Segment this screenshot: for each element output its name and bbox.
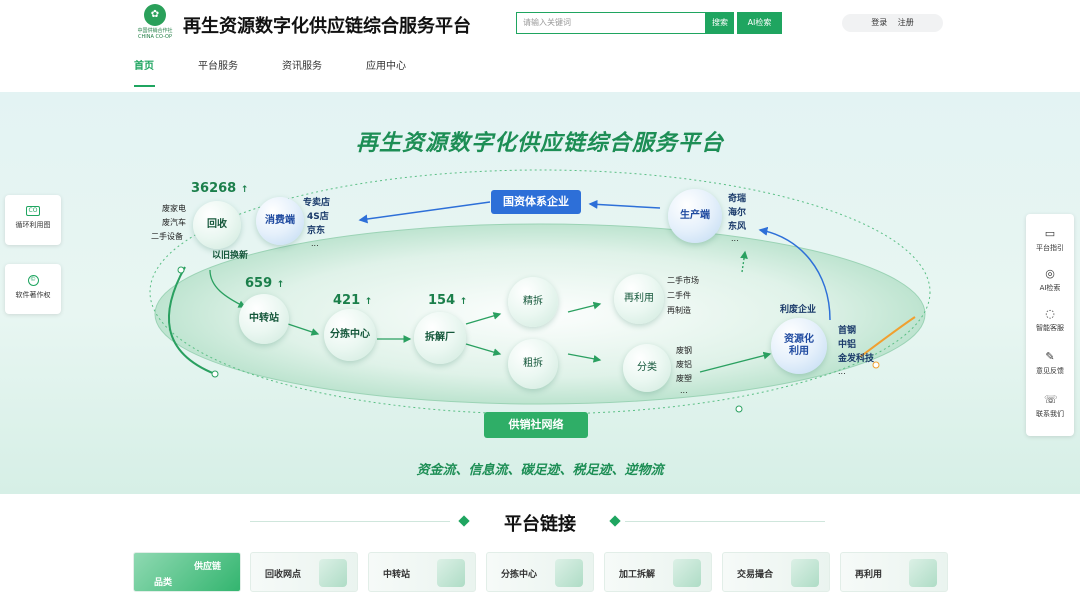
chat-icon: ◌ (1045, 307, 1055, 320)
recycle-source-2: 废汽车 (162, 218, 186, 227)
recycle-point-icon (319, 559, 347, 587)
sorting-center-bubble[interactable]: 分拣中心 (324, 309, 376, 361)
resource-utilization-bubble[interactable]: 资源化利用 (771, 318, 827, 374)
trade-icon (791, 559, 819, 587)
recycle-stat: 36268 ↑ (191, 181, 249, 196)
state-owned-enterprise-pill: 国资体系企业 (491, 190, 581, 214)
link-card-processing[interactable]: 加工拆解 (604, 552, 712, 592)
fine-dismantle-bubble[interactable]: 精拆 (508, 277, 558, 327)
section-divider-left (250, 521, 450, 522)
edit-icon: ✎ (1045, 350, 1055, 363)
scrap-type-3: 废塑 (676, 374, 692, 383)
feedback-button[interactable]: ✎ 意见反馈 (1036, 350, 1064, 376)
nav-home[interactable]: 首页 (134, 61, 154, 72)
platform-guide-button[interactable]: ▭ 平台指引 (1036, 227, 1064, 253)
utilization-company-1: 首钢 (838, 326, 857, 336)
link-card-reuse[interactable]: 再利用 (840, 552, 948, 592)
sorting-stat: 421 ↑ (333, 293, 373, 308)
contact-us-button[interactable]: ☏ 联系我们 (1036, 393, 1064, 419)
producer-1: 奇瑞 (728, 194, 747, 204)
consumer-channel-2: 4S店 (307, 212, 329, 222)
second-hand-3: 再制造 (667, 306, 691, 315)
ai-search-side-button[interactable]: ◎ AI检索 (1039, 267, 1061, 293)
producer-2: 海尔 (728, 208, 747, 218)
section-divider-right (625, 521, 825, 522)
auth-box: 登录 注册 (842, 14, 943, 32)
building-icon (437, 559, 465, 587)
scrap-type-1: 废钢 (676, 346, 692, 355)
circular-utilization-button[interactable]: CO 循环利用图 (5, 195, 61, 245)
link-card-transfer-station[interactable]: 中转站 (368, 552, 476, 592)
logo-text: 中国供销合作社 CHINA CO-OP (137, 28, 173, 40)
consumer-bubble[interactable]: 消费端 (256, 197, 304, 245)
reuse-bubble[interactable]: 再利用 (614, 274, 664, 324)
transfer-station-bubble[interactable]: 中转站 (239, 294, 289, 344)
hero-title: 再生资源数字化供应链综合服务平台 (355, 131, 724, 156)
recycle-source-1: 废家电 (162, 204, 186, 213)
dismantle-stat: 154 ↑ (428, 293, 468, 308)
smart-service-button[interactable]: ◌ 智能客服 (1036, 307, 1064, 333)
co-op-network-pill: 供销社网络 (484, 412, 588, 438)
hero-banner: 再生资源数字化供应链综合服务平台 国资体系企业 供销社网络 36268 ↑ 65… (0, 92, 1080, 494)
link-card-trade-matching[interactable]: 交易撮合 (722, 552, 830, 592)
rough-dismantle-bubble[interactable]: 粗拆 (508, 339, 558, 389)
search-input[interactable]: 请输入关键词 (516, 12, 706, 34)
factory-icon (555, 559, 583, 587)
producer-bubble[interactable]: 生产端 (668, 189, 722, 243)
reuse-icon (909, 559, 937, 587)
ai-icon: ◎ (1045, 267, 1055, 280)
consumer-channel-3: 京东 (307, 226, 326, 236)
consumer-channel-more: ... (311, 239, 319, 248)
classify-bubble[interactable]: 分类 (623, 344, 671, 392)
nav-platform-services[interactable]: 平台服务 (198, 61, 238, 72)
hero-flows-text: 资金流、信息流、碳足迹、税足迹、逆物流 (416, 463, 664, 478)
nav-news-services[interactable]: 资讯服务 (282, 61, 322, 72)
recycle-bubble[interactable]: 回收 (193, 201, 241, 249)
second-hand-1: 二手市场 (667, 276, 699, 285)
scrap-type-more: ... (680, 386, 688, 395)
processing-icon (673, 559, 701, 587)
utilization-label: 利废企业 (780, 305, 817, 315)
link-card-supply-chain[interactable]: 供应链 品类 (133, 552, 241, 592)
register-link[interactable]: 注册 (897, 18, 914, 27)
producer-more: ... (731, 234, 739, 243)
second-hand-2: 二手件 (667, 291, 691, 300)
utilization-company-more: ... (838, 367, 846, 376)
nav-app-center[interactable]: 应用中心 (366, 61, 406, 72)
recycle-source-3: 二手设备 (151, 232, 183, 241)
ai-search-button[interactable]: AI检索 (737, 12, 782, 34)
utilization-company-2: 中铝 (838, 340, 857, 350)
site-header: ✿ 中国供销合作社 CHINA CO-OP 再生资源数字化供应链综合服务平台 请… (0, 0, 1080, 92)
logo[interactable]: ✿ 中国供销合作社 CHINA CO-OP (134, 4, 176, 42)
co-icon: CO (26, 206, 40, 216)
site-title: 再生资源数字化供应链综合服务平台 (183, 16, 471, 37)
phone-icon: ☏ (1044, 393, 1058, 406)
dismantle-plant-bubble[interactable]: 拆解厂 (414, 312, 466, 364)
transfer-stat: 659 ↑ (245, 276, 285, 291)
utilization-company-3: 金发科技 (838, 354, 875, 364)
scrap-type-2: 废铝 (676, 360, 692, 369)
producer-3: 东风 (728, 222, 747, 232)
platform-links-title: 平台链接 (504, 514, 576, 535)
co-op-logo-icon: ✿ (144, 4, 166, 26)
book-icon: ▭ (1044, 227, 1056, 240)
software-copyright-button[interactable]: © 软件著作权 (5, 264, 61, 314)
nav-active-indicator (134, 85, 155, 87)
consumer-channel-1: 专卖店 (303, 198, 331, 208)
copyright-icon: © (27, 275, 39, 286)
right-toolbar: ▭ 平台指引 ◎ AI检索 ◌ 智能客服 ✎ 意见反馈 ☏ 联系我们 (1026, 214, 1074, 436)
link-card-sorting-center[interactable]: 分拣中心 (486, 552, 594, 592)
trade-in-label: 以旧换新 (212, 251, 249, 261)
link-card-recycle-point[interactable]: 回收网点 (250, 552, 358, 592)
search-button[interactable]: 搜索 (706, 12, 734, 34)
login-link[interactable]: 登录 (871, 18, 888, 27)
